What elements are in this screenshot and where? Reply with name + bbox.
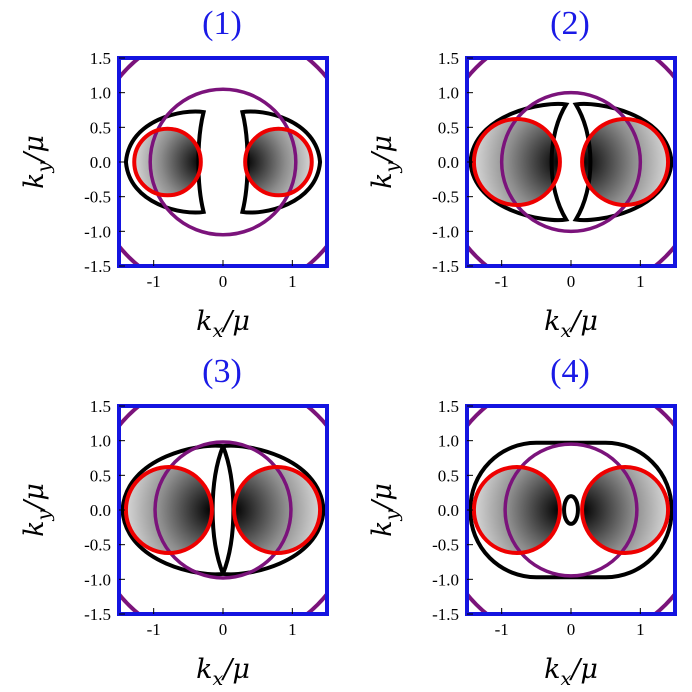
shaded-disc-right <box>234 467 321 553</box>
shaded-disc-left <box>473 467 560 553</box>
red-circle-left <box>132 126 203 198</box>
y-tick-label: 0.5 <box>438 118 459 137</box>
y-tick-label: 1.5 <box>90 49 111 68</box>
fermi-contour-left <box>468 101 570 223</box>
red-circle-right <box>580 117 671 207</box>
panel-1: (1) -1.5 -1.0 -0.5 0.0 0.5 1.0 1.5 -1 0 1 kx/μ ky/μ <box>19 5 329 342</box>
fermi-contour-right <box>572 101 674 223</box>
fermi-contour-left <box>123 109 207 215</box>
red-circle-left <box>471 465 562 555</box>
x-axis-label: kx/μ <box>196 654 250 690</box>
panel-2: (2) -1.5 -1.0 -0.5 0.0 0.5 1.0 1.5 -1 0 1 kx/μ ky/μ <box>367 5 677 342</box>
y-tick-label: -1.0 <box>432 570 459 589</box>
shaded-disc-left <box>125 467 212 553</box>
plot-area <box>467 58 675 266</box>
y-tick-label: 1.0 <box>90 84 111 103</box>
x-axis-label: kx/μ <box>544 306 598 342</box>
panel-4: (4) -1.5 -1.0 -0.5 0.0 0.5 1.0 1.5 -1 0 1 kx/μ ky/μ <box>367 353 677 690</box>
y-tick-label: 1.0 <box>90 432 111 451</box>
x-tick-label: 1 <box>636 272 645 291</box>
x-tick-label: 0 <box>219 620 228 639</box>
x-axis-label: kx/μ <box>544 654 598 690</box>
purple-circle <box>499 90 643 234</box>
x-tick-label: 1 <box>288 272 297 291</box>
x-tick-label: -1 <box>495 620 509 639</box>
panel-title: (1) <box>202 5 242 42</box>
plot-area <box>119 58 327 266</box>
panel-title: (4) <box>550 353 590 390</box>
y-axis-label: ky/μ <box>19 483 55 537</box>
purple-circle <box>148 87 298 237</box>
y-tick-label: 0.5 <box>90 118 111 137</box>
y-tick-label: -1.0 <box>432 222 459 241</box>
x-tick-label: 0 <box>567 620 576 639</box>
y-tick-label: 1.5 <box>438 397 459 416</box>
y-tick-label: 0.0 <box>90 501 111 520</box>
y-tick-label: 1.0 <box>438 432 459 451</box>
y-tick-label: -1.5 <box>432 605 459 624</box>
purple-circle <box>503 442 639 578</box>
x-tick-label: 1 <box>288 620 297 639</box>
x-tick-label: 0 <box>567 272 576 291</box>
x-axis-label: kx/μ <box>196 306 250 342</box>
x-tick-label: -1 <box>147 272 161 291</box>
panel-title: (2) <box>550 5 590 42</box>
red-circle-right <box>580 465 671 555</box>
red-circle-left <box>471 117 562 207</box>
y-tick-label: 1.0 <box>438 84 459 103</box>
y-tick-label: -1.5 <box>432 257 459 276</box>
y-tick-label: 0.0 <box>90 153 111 172</box>
purple-circle <box>153 440 293 580</box>
y-tick-label: -0.5 <box>84 536 111 555</box>
y-tick-label: -1.0 <box>84 222 111 241</box>
red-circle-right <box>232 465 323 555</box>
shaded-disc-left <box>473 119 560 205</box>
fermi-contour-right <box>239 109 323 215</box>
y-tick-label: 0.0 <box>438 501 459 520</box>
plot-area <box>467 406 675 614</box>
panel-3: (3) -1.5 -1.0 -0.5 0.0 0.5 1.0 1.5 -1 0 1 kx/μ ky/μ <box>19 353 329 690</box>
x-tick-label: -1 <box>495 272 509 291</box>
y-tick-label: -1.5 <box>84 257 111 276</box>
y-axis-label: ky/μ <box>367 135 403 189</box>
y-tick-label: -1.5 <box>84 605 111 624</box>
y-tick-label: -0.5 <box>432 536 459 555</box>
plot-area <box>119 406 327 614</box>
y-tick-label: -1.0 <box>84 570 111 589</box>
panel-title: (3) <box>202 353 242 390</box>
x-tick-label: 1 <box>636 620 645 639</box>
x-tick-label: 0 <box>219 272 228 291</box>
y-tick-label: -0.5 <box>432 188 459 207</box>
y-axis-label: ky/μ <box>19 135 55 189</box>
y-axis-label: ky/μ <box>367 483 403 537</box>
shaded-disc-right <box>582 467 669 553</box>
y-tick-label: 0.5 <box>438 466 459 485</box>
y-tick-label: 1.5 <box>90 397 111 416</box>
y-tick-label: 0.5 <box>90 466 111 485</box>
y-tick-label: 1.5 <box>438 49 459 68</box>
fermi-contour-inner <box>562 494 580 526</box>
x-tick-label: -1 <box>147 620 161 639</box>
y-tick-label: -0.5 <box>84 188 111 207</box>
shaded-disc-right <box>582 119 669 205</box>
red-circle-left <box>123 465 214 555</box>
red-circle-right <box>243 126 314 198</box>
y-tick-label: 0.0 <box>438 153 459 172</box>
purple-corner-arc <box>119 58 327 266</box>
